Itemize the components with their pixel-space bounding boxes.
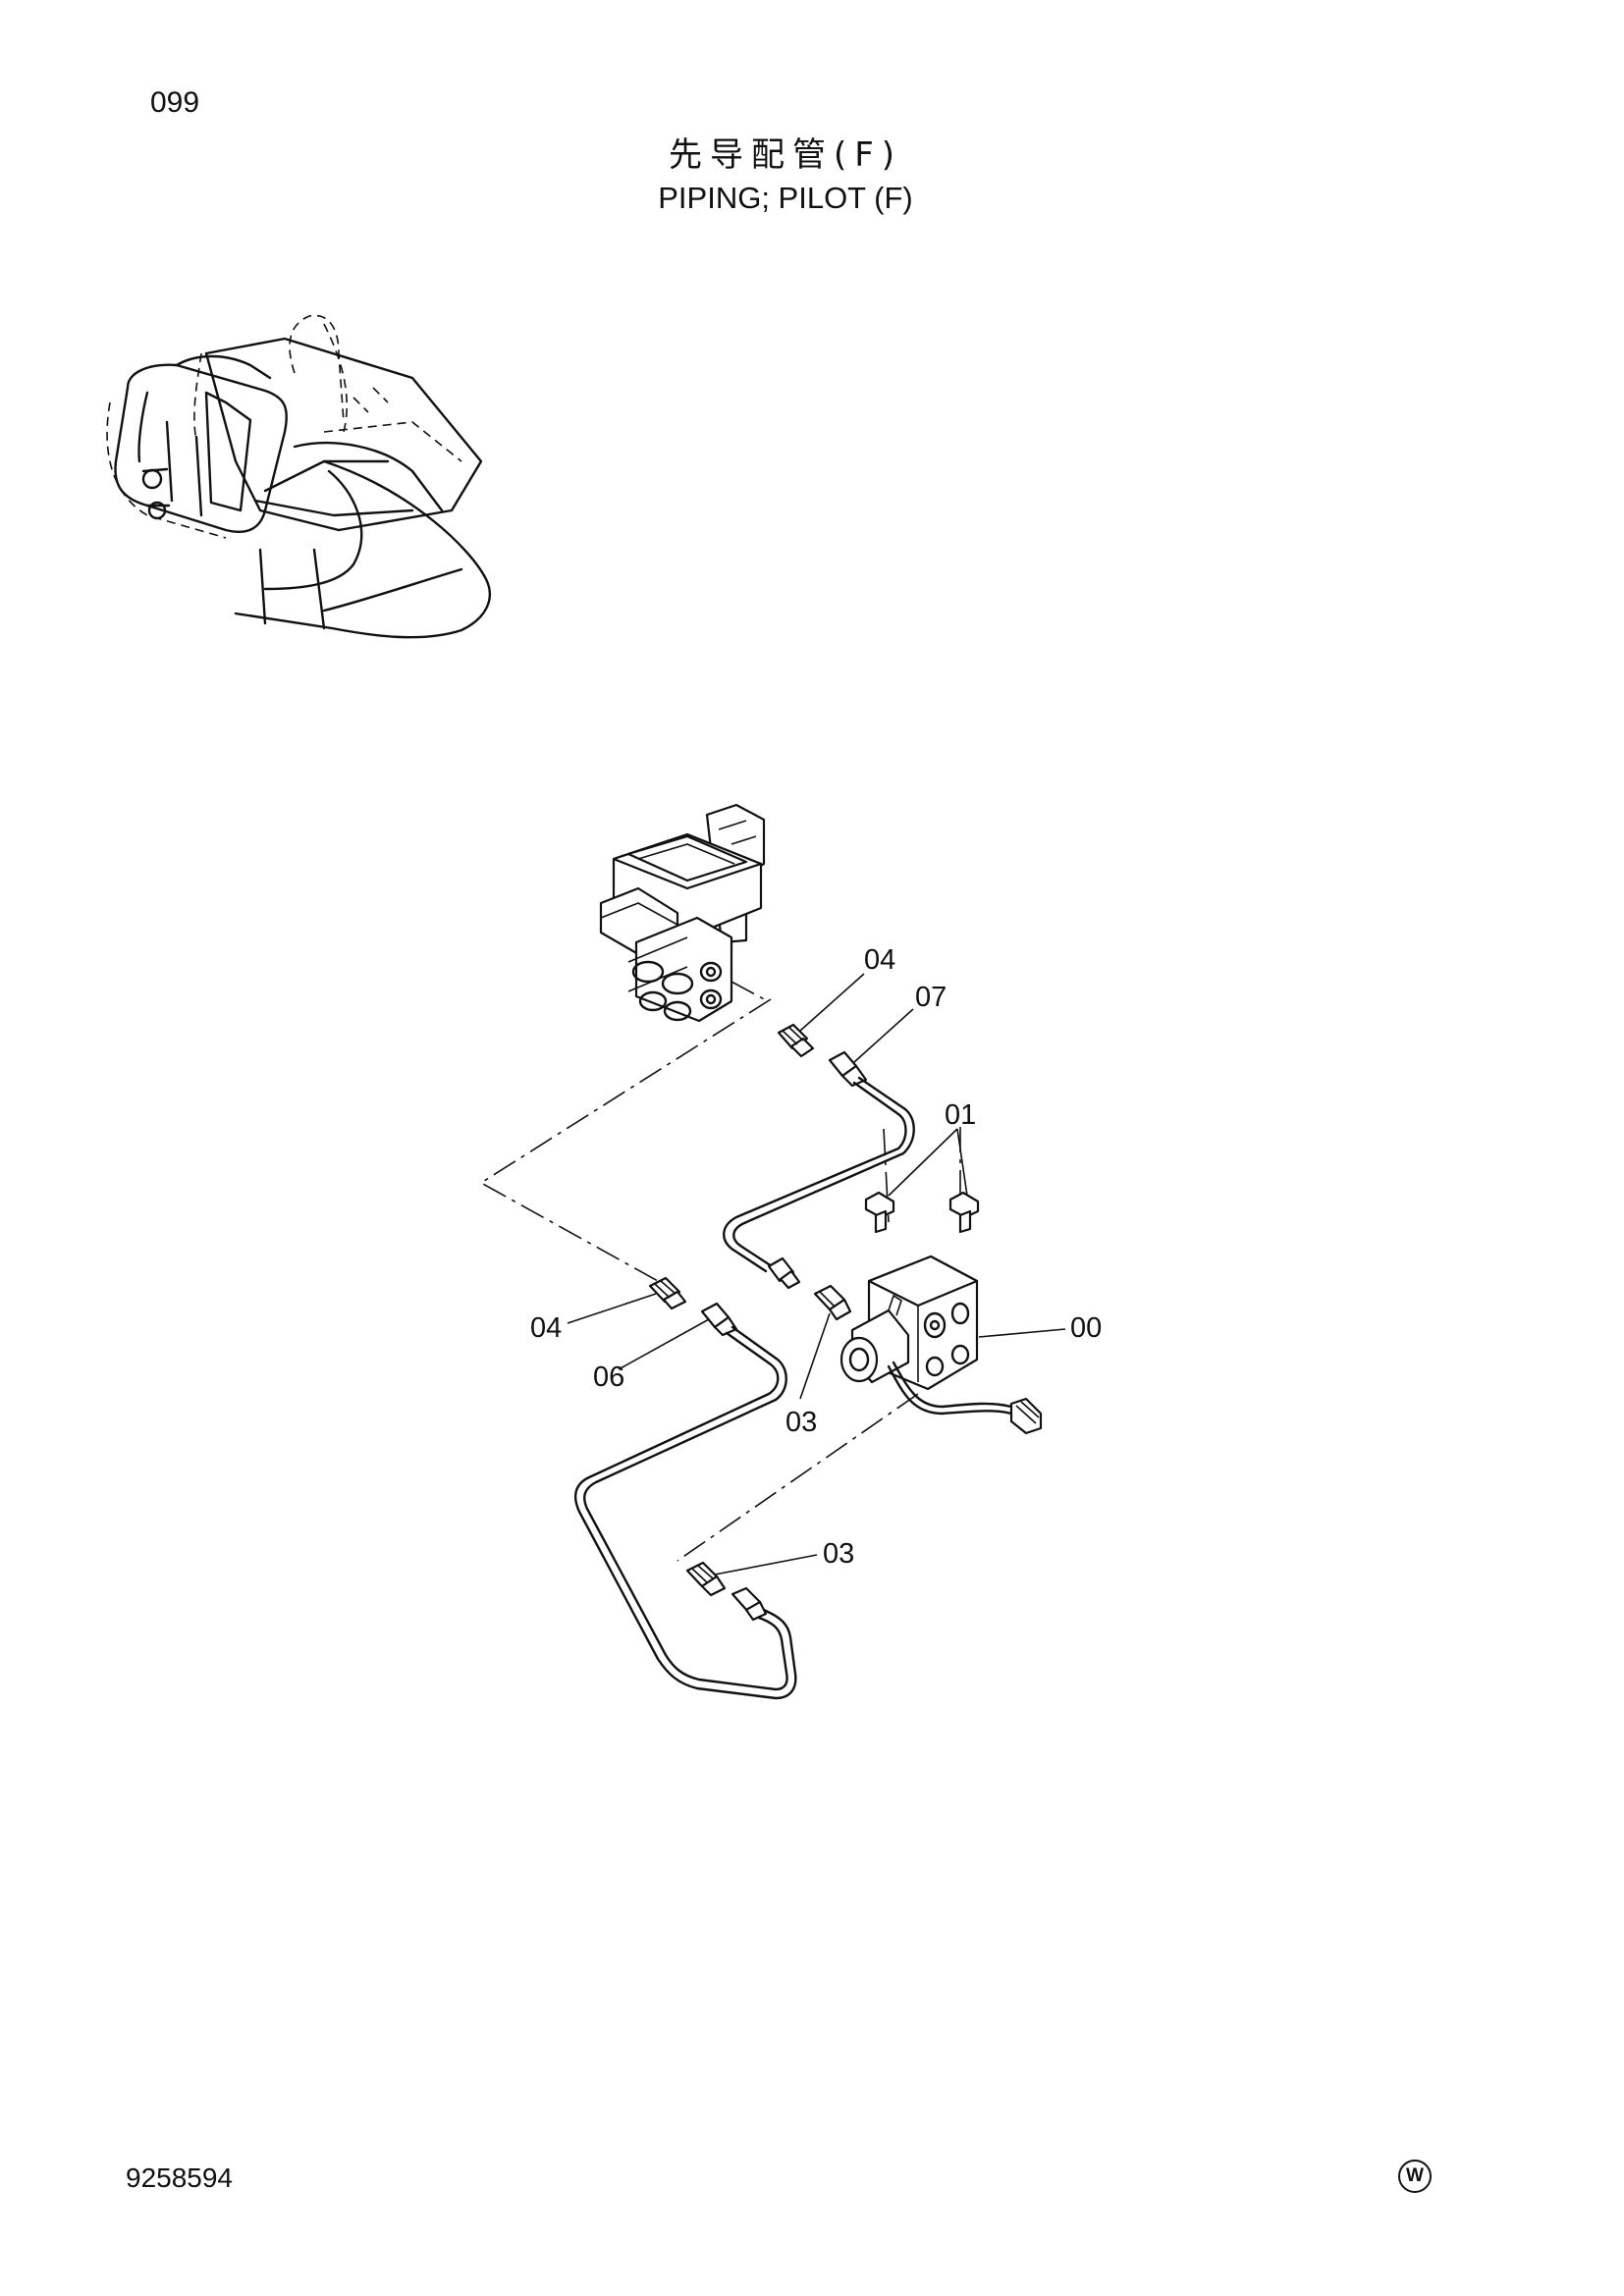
page-number: 099 [150,86,200,119]
solenoid-valve-block-00 [839,1255,1043,1435]
callout-03-bottom: 03 [823,1538,854,1570]
callout-04-top: 04 [864,944,895,976]
callout-06: 06 [593,1362,624,1393]
document-number: 9258594 [126,2163,234,2193]
page-title-english: PIPING; PILOT (F) [658,181,913,215]
adapter-04-top [777,1023,815,1058]
callout-01: 01 [945,1099,976,1131]
page-title-chinese: 先导配管(F) [668,135,903,175]
adapter-04-left [648,1276,687,1310]
callout-00: 00 [1070,1312,1102,1344]
callout-leaders [567,973,1066,1575]
excavator-overview-illustration [106,314,491,639]
center-lines [479,981,961,1562]
fittings-and-pipes [573,1023,980,1700]
callout-03-mid: 03 [785,1407,817,1438]
callout-07: 07 [915,982,947,1013]
callout-04-left: 04 [530,1312,562,1344]
pilot-valve-assembly [599,803,766,1023]
adapter-03-bottom [685,1561,727,1597]
pipe-06 [573,1302,797,1700]
bolts-01 [864,1191,980,1234]
pipe-07 [723,1050,915,1290]
callout-labels: 04 07 01 00 04 06 03 03 [530,944,1102,1570]
w-mark-icon: W [1398,2160,1432,2193]
adapter-03-mid [813,1284,852,1321]
